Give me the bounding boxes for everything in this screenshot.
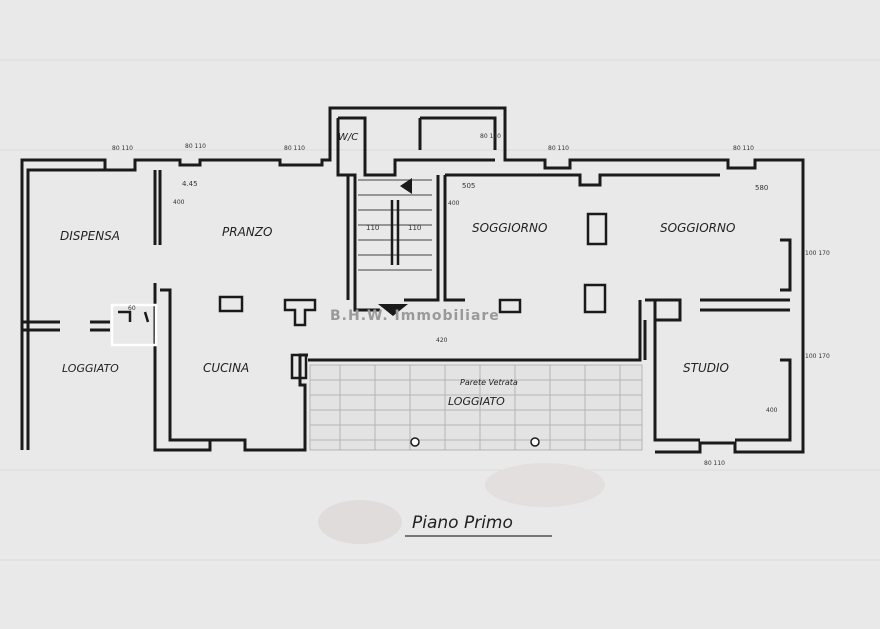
stair-walls xyxy=(336,116,497,312)
dimension-label: 80 110 xyxy=(704,460,725,467)
room-label-loggiato-center: LOGGIATO xyxy=(448,395,505,408)
room-label-wc: W/C xyxy=(338,132,358,143)
paper-lines xyxy=(0,59,880,561)
room-label-cucina: CUCINA xyxy=(203,361,249,375)
watermark: B.H.W. Immobiliare xyxy=(330,308,500,324)
annotation-parete-vetrata: Parete Vetrata xyxy=(460,378,518,387)
room-label-soggiorno-2: SOGGIORNO xyxy=(660,221,735,235)
stair-treads xyxy=(358,179,432,271)
smudge xyxy=(485,463,605,507)
dimension-label: 100 170 xyxy=(805,353,830,360)
dimension-label: 110 xyxy=(366,224,379,232)
interior-walls xyxy=(22,170,792,452)
dimension-label: 4.45 xyxy=(182,180,198,188)
dimension-label: 100 170 xyxy=(805,250,830,257)
room-label-loggiato-left: LOGGIATO xyxy=(62,362,119,375)
room-label-studio: STUDIO xyxy=(683,361,729,375)
stair-arrow-up xyxy=(400,178,412,194)
stair-arrow-down xyxy=(378,304,408,316)
dimension-label: 420 xyxy=(436,337,448,344)
dimension-label: 400 xyxy=(448,200,460,207)
dimension-label: 80 110 xyxy=(548,145,569,152)
smudge xyxy=(318,500,402,544)
outer-walls xyxy=(20,106,805,454)
dimension-label: 580 xyxy=(755,184,768,192)
fixtures xyxy=(118,212,608,380)
room-label-pranzo: PRANZO xyxy=(222,225,272,239)
dimension-label: 400 xyxy=(766,407,778,414)
room-label-dispensa: DISPENSA xyxy=(60,229,120,243)
dimension-label: 80 110 xyxy=(733,145,754,152)
dimension-label: 80 110 xyxy=(480,133,501,140)
dimension-label: 505 xyxy=(462,182,475,190)
room-label-soggiorno-1: SOGGIORNO xyxy=(472,221,547,235)
loggiato-columns xyxy=(410,437,540,447)
highlight-box xyxy=(110,303,158,347)
dimension-label: 110 xyxy=(408,224,421,232)
plan-title: Piano Primo xyxy=(412,513,513,533)
loggiato-hatch xyxy=(309,364,643,451)
dimension-label: 80 110 xyxy=(112,145,133,152)
dimension-label: 80 110 xyxy=(185,143,206,150)
dimension-label: 80 110 xyxy=(284,145,305,152)
dimension-label: 400 xyxy=(173,199,185,206)
dimension-label: 60 xyxy=(128,305,136,312)
